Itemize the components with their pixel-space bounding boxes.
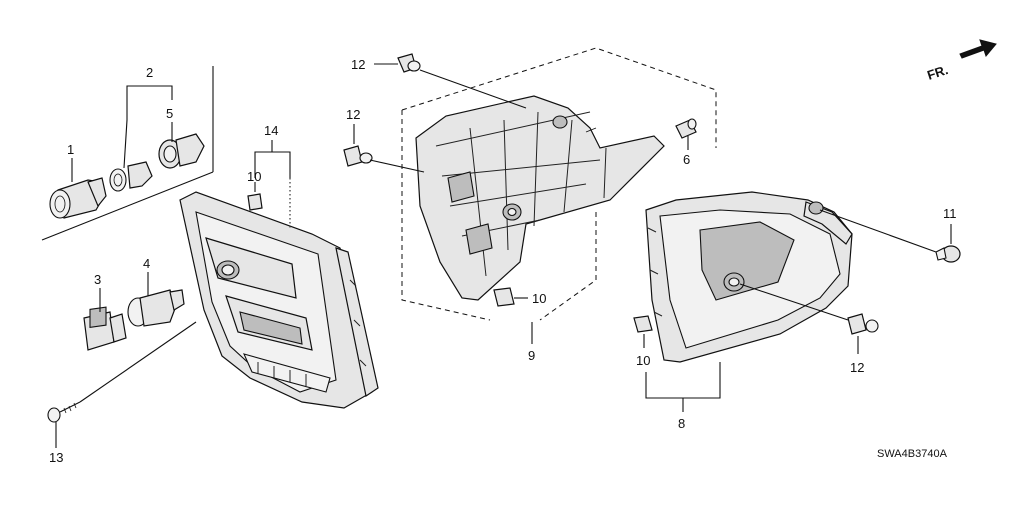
- clip-part-10-center: [493, 287, 515, 307]
- clip-part-10-right: [633, 315, 653, 333]
- console-panel-part-14: [179, 191, 379, 409]
- callout-12-top: 12: [351, 57, 365, 72]
- drawing-code: SWA4B3740A: [877, 448, 948, 460]
- leader-14: [254, 140, 291, 228]
- callout-10-center: 10: [532, 291, 546, 306]
- leader-12-top-to-bracket: [419, 69, 527, 109]
- lighter-plug-part-1: [49, 177, 107, 219]
- callout-4: 4: [143, 256, 150, 271]
- leader-13-to-panel: [79, 321, 197, 403]
- leader-11-to-cover: [819, 209, 937, 253]
- clip-part-12-middle: [343, 145, 373, 167]
- clip-part-12-top: [397, 53, 421, 73]
- callout-12-right: 12: [850, 360, 864, 375]
- front-direction-arrow-icon: FR.: [925, 39, 997, 83]
- bracket-part-9: [415, 95, 665, 301]
- socket-part-4: [127, 289, 185, 327]
- callout-3: 3: [94, 272, 101, 287]
- callout-11: 11: [943, 206, 957, 221]
- callout-9: 9: [528, 348, 535, 363]
- lighter-ring-part-2: [109, 161, 153, 192]
- callout-8: 8: [678, 416, 685, 431]
- clip-part-6: [675, 118, 697, 139]
- callout-13: 13: [49, 450, 63, 465]
- side-cover-part-8: [645, 191, 853, 363]
- dashed-frame-9: [401, 47, 717, 321]
- socket-housing-part-5: [158, 133, 205, 169]
- leader-8-bracket: [645, 362, 721, 399]
- callout-12-middle: 12: [346, 107, 360, 122]
- callout-14: 14: [264, 123, 278, 138]
- switch-part-3: [83, 306, 127, 351]
- screw-part-13: [47, 401, 81, 423]
- callout-2: 2: [146, 65, 153, 80]
- callout-5: 5: [166, 106, 173, 121]
- callout-10-right: 10: [636, 353, 650, 368]
- clip-part-12-right: [847, 313, 879, 335]
- divider-line: [41, 66, 214, 241]
- leader-lines-left: [71, 85, 173, 182]
- leader-12-right-to-cover: [739, 283, 849, 321]
- clip-part-11: [935, 245, 961, 263]
- callout-1: 1: [67, 142, 74, 157]
- callout-10-left: 10: [247, 169, 261, 184]
- fr-label: FR.: [925, 62, 950, 83]
- leader-12-middle-to-bracket: [369, 159, 425, 173]
- clip-part-10-left: [247, 193, 263, 211]
- callout-6: 6: [683, 152, 690, 167]
